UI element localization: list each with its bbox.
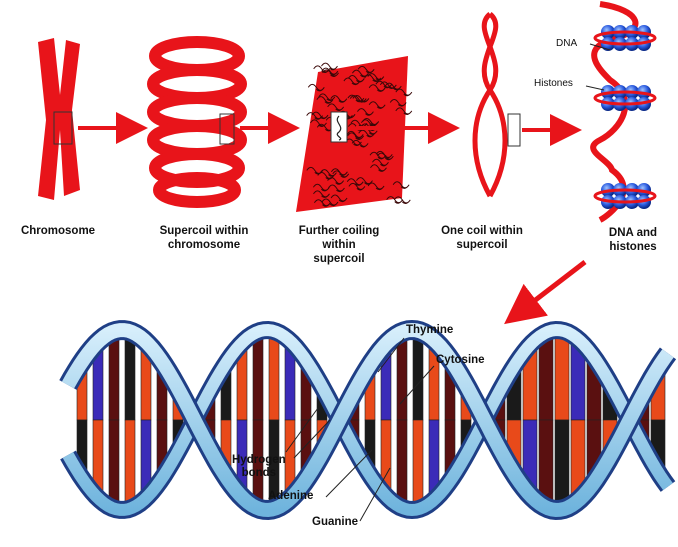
label-cytosine: Cytosine [436,354,485,366]
label-dna: DNA [556,38,578,49]
label-one-coil: One coil within supercoil [441,225,523,251]
further-coiling-graphic [296,56,413,212]
label-thymine: Thymine [406,324,454,336]
supercoil-graphic [147,36,247,208]
progression-arrows [78,112,587,325]
label-guanine: Guanine [312,516,359,528]
one-coil-graphic [472,12,521,198]
label-dna-histones: DNA and histones [608,227,658,253]
label-histones: Histones [534,78,573,89]
chromosome-graphic [38,38,80,200]
label-adenine: Adenine [268,490,314,502]
label-further-coiling: Further coiling within supercoil [298,225,380,265]
label-supercoil: Supercoil within chromosome [159,225,249,251]
label-chromosome: Chromosome [20,225,96,237]
label-hydrogen-bonds: Hydrogen bonds [232,454,286,479]
double-helix [59,319,677,521]
label-leaders [285,337,435,522]
nucleosome-graphic [590,1,657,223]
